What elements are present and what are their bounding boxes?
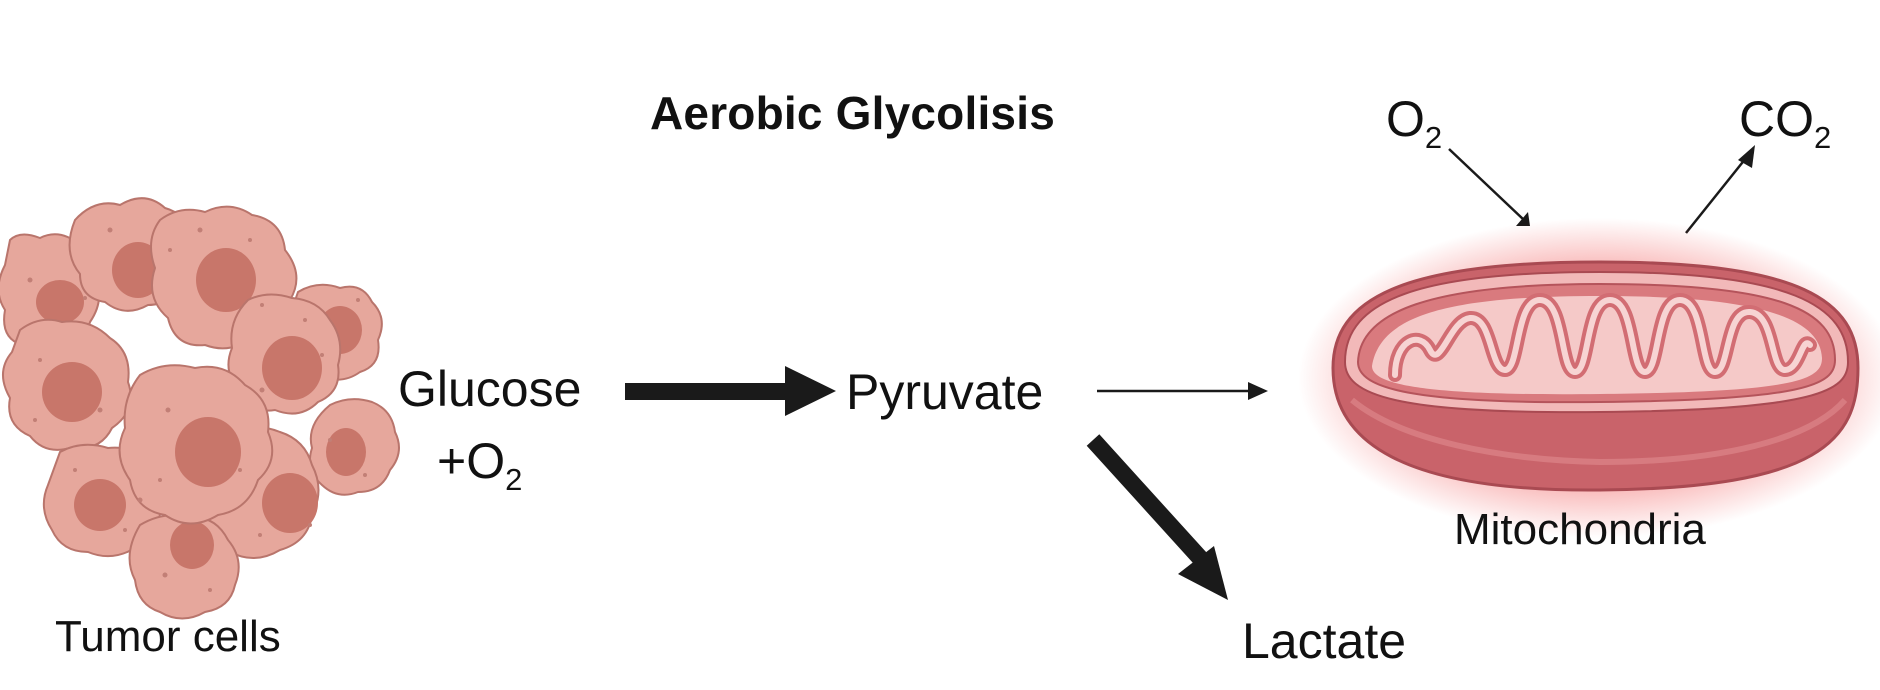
tumor-cells-label: Tumor cells	[55, 612, 281, 661]
o2-main: O	[1386, 91, 1425, 147]
mitochondria-label: Mitochondria	[1454, 505, 1706, 554]
tumor-cell	[128, 514, 240, 620]
co2-subscript: 2	[1814, 119, 1832, 155]
arrow-o2-in	[1448, 148, 1530, 226]
o2-subscript: 2	[1424, 119, 1443, 155]
o2-label: O2	[1386, 90, 1442, 155]
tumor-cell	[2, 318, 132, 451]
tumor-cell	[227, 293, 342, 415]
co2-main: CO	[1739, 91, 1814, 147]
arrow-pyruvate-to-mitochondria	[1097, 382, 1268, 400]
lactate-label: Lactate	[1242, 613, 1407, 669]
co2-label: CO2	[1739, 90, 1831, 155]
arrow-co2-out	[1685, 145, 1755, 234]
plus-o2-subscript: 2	[505, 461, 523, 497]
tumor-cell	[118, 364, 274, 525]
cell-speckles	[27, 227, 367, 592]
tumor-cells-illustration	[0, 197, 400, 620]
mitochondrion-illustration	[1298, 218, 1880, 538]
arrow-glucose-to-pyruvate	[625, 366, 836, 416]
arrow-pyruvate-to-lactate	[1086, 434, 1228, 600]
plus-o2-label: +O2	[437, 432, 522, 497]
diagram-title: Aerobic Glycolisis	[650, 87, 1055, 139]
tumor-cell	[309, 398, 400, 496]
pyruvate-label: Pyruvate	[846, 364, 1044, 420]
plus-o2-main: +O	[437, 433, 506, 489]
glucose-label: Glucose	[398, 361, 582, 417]
